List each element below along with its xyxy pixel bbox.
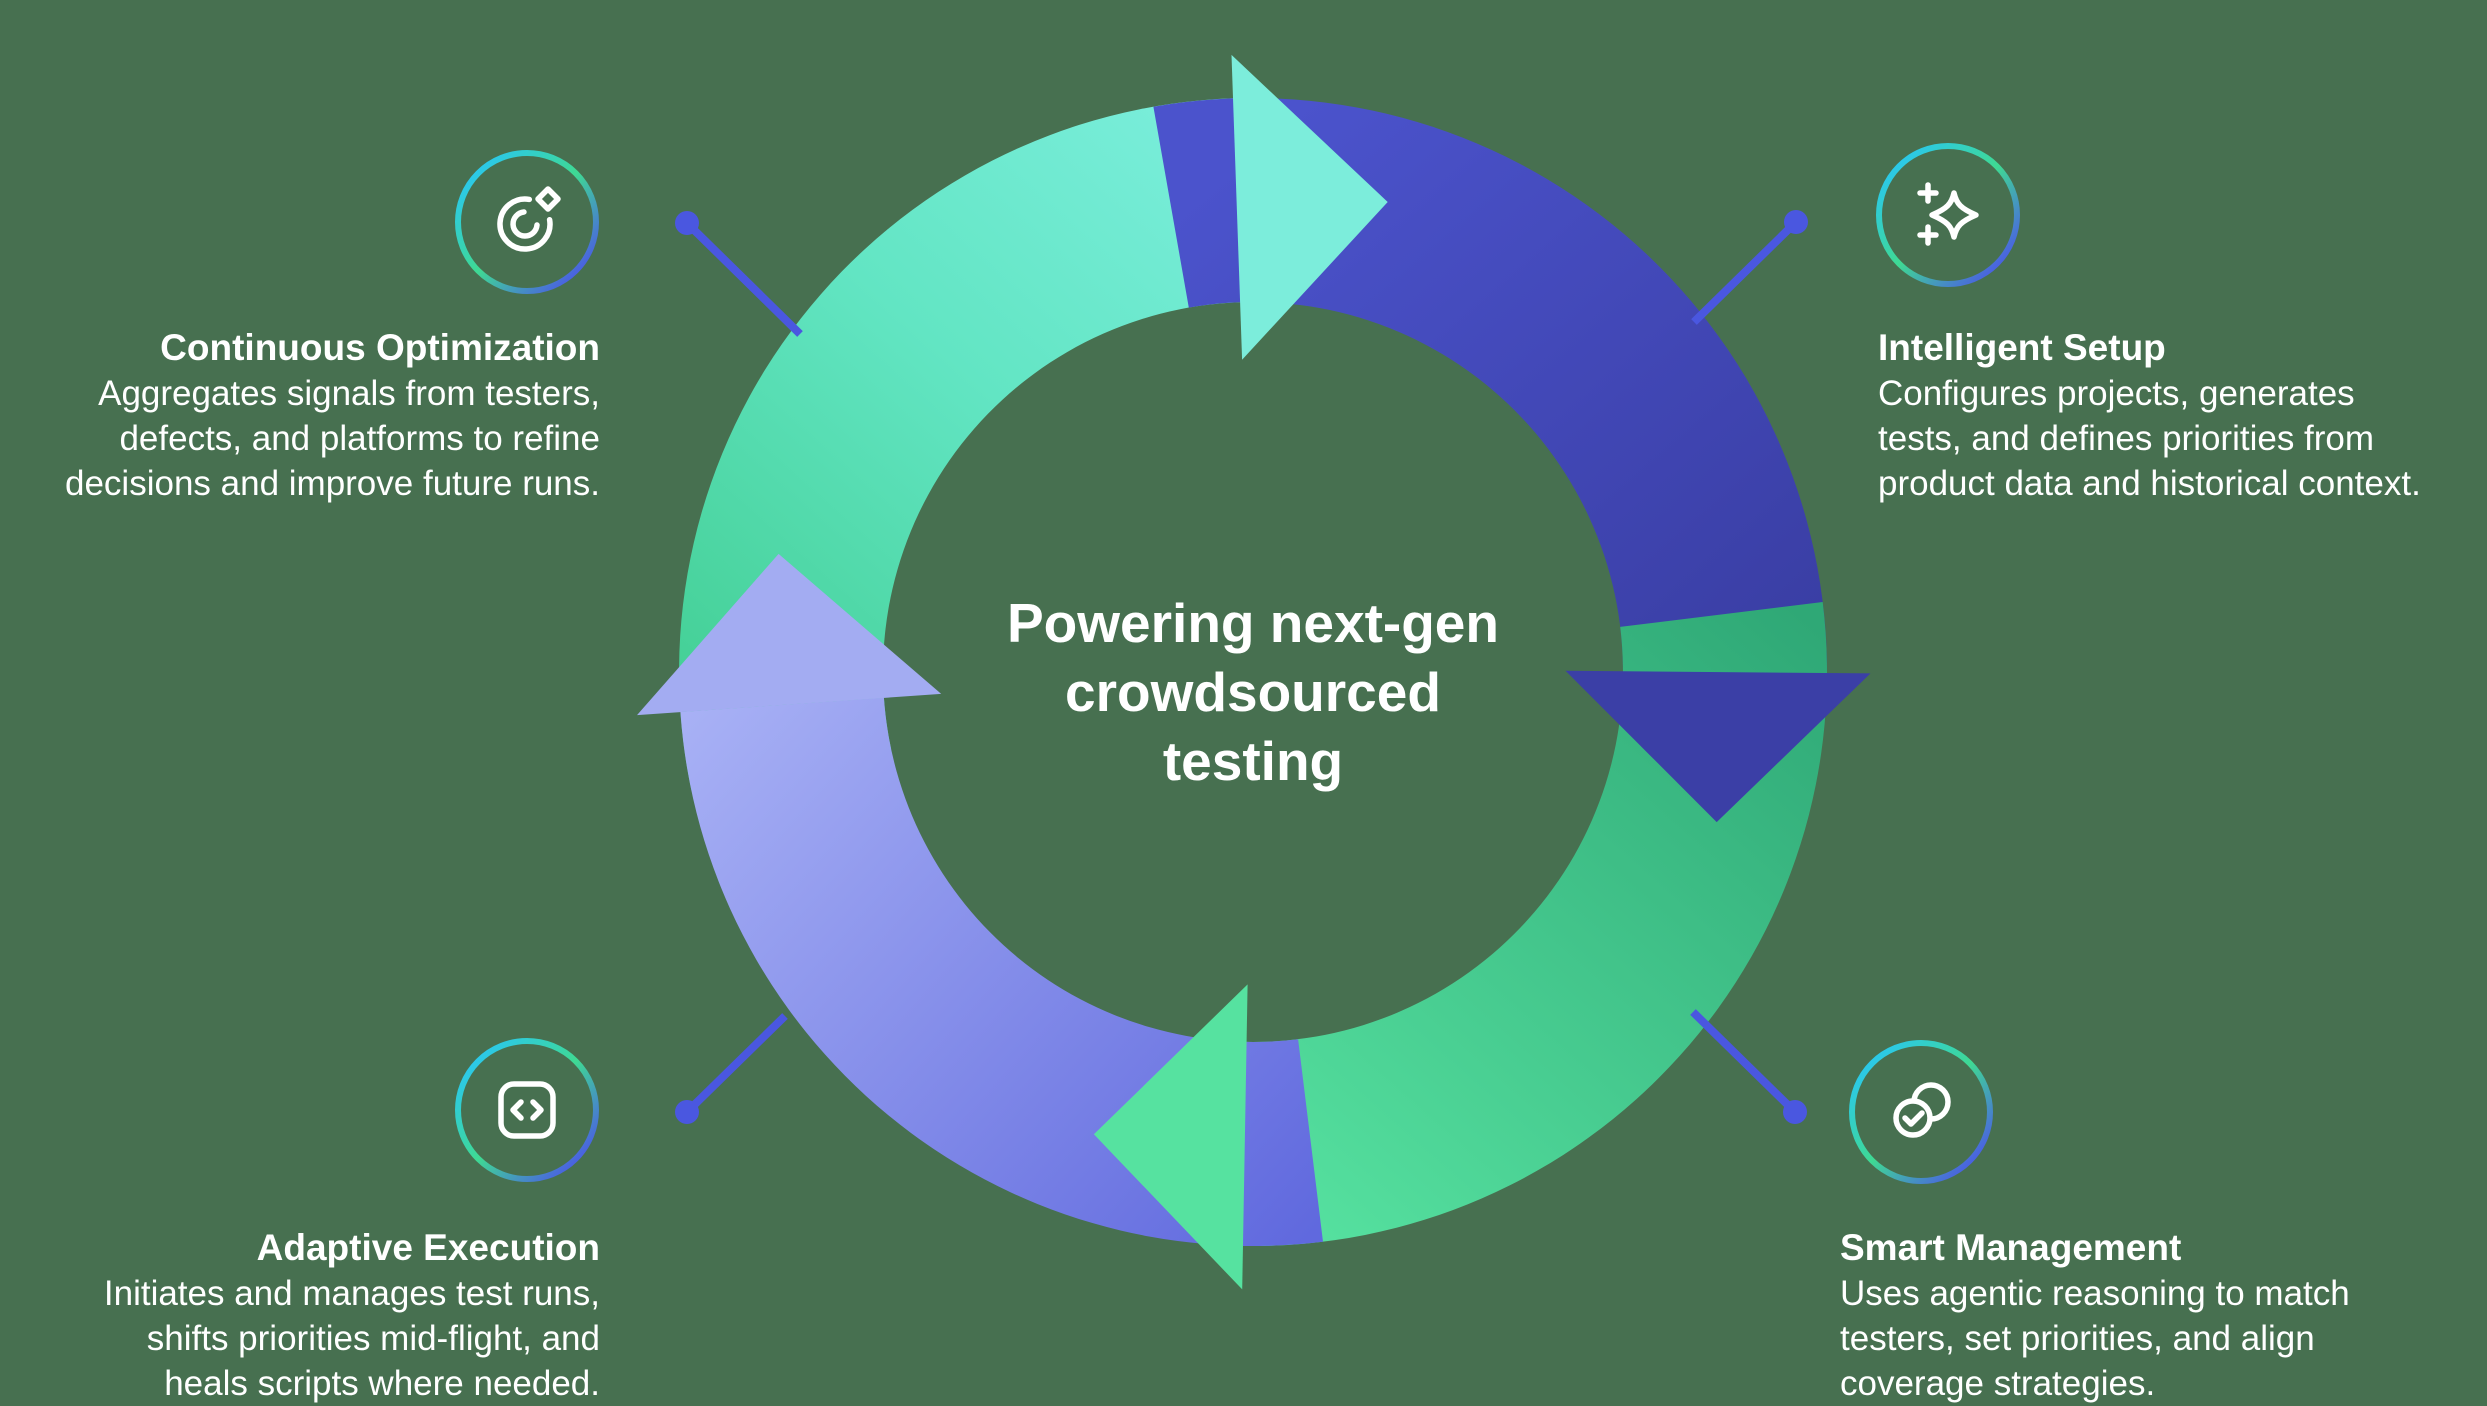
section-continuous-optimization: Continuous Optimization Aggregates signa…	[0, 324, 600, 506]
adaptive-execution-badge	[455, 1038, 599, 1182]
section-intelligent-setup: Intelligent Setup Configures projects, g…	[1878, 324, 2487, 506]
section-smart-management: Smart Management Uses agentic reasoning …	[1840, 1224, 2487, 1406]
code-icon	[455, 1038, 599, 1182]
connector-dot	[675, 1100, 699, 1124]
cycle-arrowhead-down-icon	[1565, 670, 1871, 823]
section-body-line: coverage strategies.	[1840, 1364, 2156, 1403]
section-body-line: heals scripts where needed.	[164, 1364, 600, 1403]
section-title: Smart Management	[1840, 1227, 2182, 1268]
sparkles-icon	[1876, 143, 2020, 287]
section-body-line: Aggregates signals from testers,	[98, 374, 600, 413]
connector-dot	[675, 211, 699, 235]
center-title-line: Powering next-gen	[1007, 592, 1499, 654]
overlapping-circles-check-icon	[1849, 1040, 1993, 1184]
center-title: Powering next-gen crowdsourced testing	[853, 589, 1653, 796]
target-arrow-icon	[455, 150, 599, 294]
section-title: Intelligent Setup	[1878, 327, 2166, 368]
connector-dot	[1784, 210, 1808, 234]
section-title: Continuous Optimization	[160, 327, 600, 368]
section-body-line: Uses agentic reasoning to match	[1840, 1274, 2350, 1313]
connector-top-right	[1691, 210, 1808, 325]
section-body-line: decisions and improve future runs.	[65, 464, 600, 503]
intelligent-setup-badge	[1876, 143, 2020, 287]
section-body-line: product data and historical context.	[1878, 464, 2421, 503]
section-body-line: testers, set priorities, and align	[1840, 1319, 2315, 1358]
section-body-line: defects, and platforms to refine	[119, 419, 600, 458]
section-title: Adaptive Execution	[256, 1227, 600, 1268]
smart-management-badge	[1849, 1040, 1993, 1184]
connector-bottom-left	[675, 1013, 788, 1124]
section-body-line: Initiates and manages test runs,	[103, 1274, 600, 1313]
connector-top-left	[675, 211, 803, 337]
section-body-line: Configures projects, generates	[1878, 374, 2355, 413]
connector-bottom-right	[1690, 1009, 1807, 1124]
cycle-arrowhead-top-right-icon	[1231, 54, 1388, 360]
section-body-line: tests, and defines priorities from	[1878, 419, 2375, 458]
cycle-arrowhead-left-icon	[1093, 984, 1248, 1290]
section-adaptive-execution: Adaptive Execution Initiates and manages…	[0, 1224, 600, 1406]
section-body-line: shifts priorities mid-flight, and	[146, 1319, 600, 1358]
center-title-line: crowdsourced	[1065, 661, 1441, 723]
cycle-arrowhead-up-icon	[637, 553, 942, 716]
continuous-optimization-badge	[455, 150, 599, 294]
center-title-line: testing	[1162, 730, 1344, 792]
connector-dot	[1783, 1100, 1807, 1124]
